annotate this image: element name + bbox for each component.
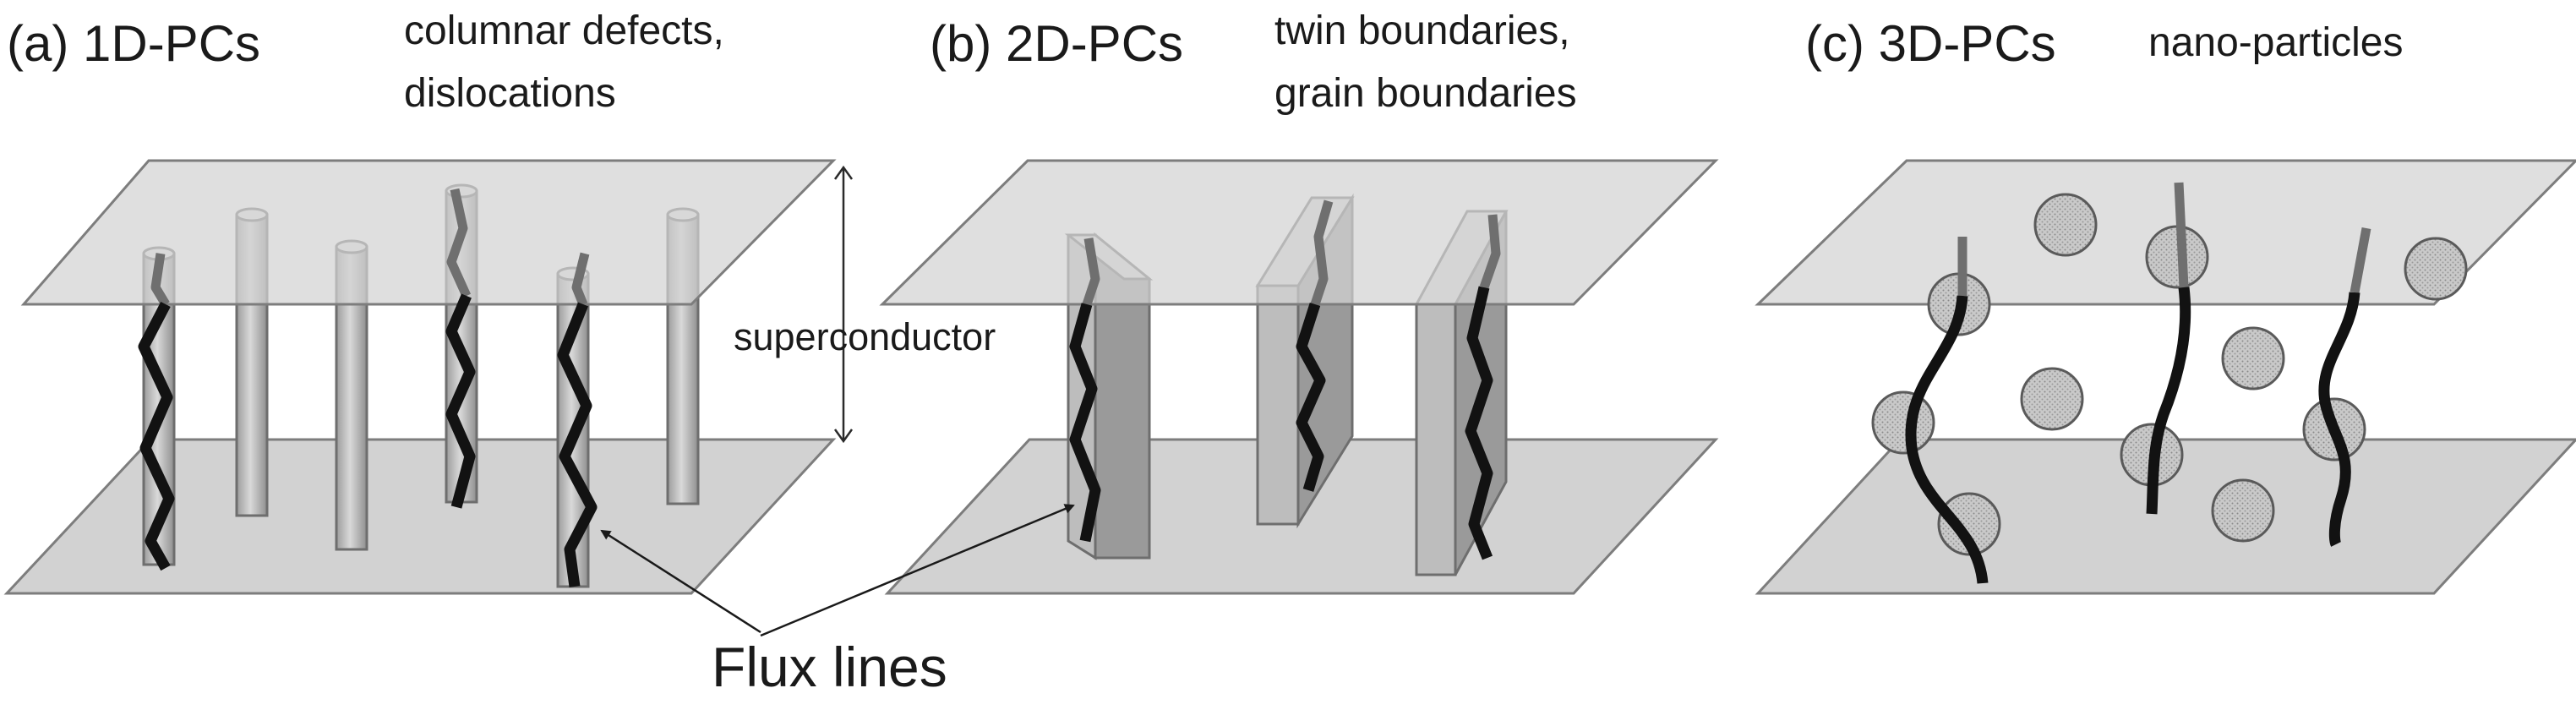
panel-b-desc-line2: grain boundaries bbox=[1274, 71, 1577, 116]
panel-a-flux-line-1-upper bbox=[150, 253, 170, 307]
panel-a-flux-line-1 bbox=[138, 302, 175, 571]
flux-lines-pointer-a bbox=[600, 529, 761, 634]
panel-a-flux-line-3 bbox=[557, 302, 598, 587]
panel-c-flux-line-3-upper bbox=[2350, 227, 2371, 293]
panel-a-bottom-plane bbox=[3, 438, 837, 595]
panel-c-nanoparticle-12 bbox=[1937, 492, 2001, 556]
panel-a-desc-line2: dislocations bbox=[404, 71, 616, 116]
panel-c-diagram bbox=[1755, 159, 2576, 595]
superconductor-thickness-marker: superconductor bbox=[734, 165, 996, 444]
panel-c-flux-line-1 bbox=[1905, 295, 1989, 584]
flux-lines-pointer-b bbox=[760, 504, 1075, 637]
panel-b-flux-line-3 bbox=[1465, 286, 1493, 560]
panel-a-flux-line-3-upper bbox=[571, 252, 590, 307]
panel-c-flux-line-2-upper bbox=[2174, 182, 2189, 288]
panel-c-desc-line1: nano-particles bbox=[2148, 20, 2404, 65]
panel-b-top-plane bbox=[879, 159, 1719, 306]
panel-a-flux-line-2 bbox=[445, 293, 476, 509]
flux-lines-callout: Flux lines bbox=[600, 504, 1075, 698]
panel-b-title: (b) 2D-PCs twin boundaries, grain bounda… bbox=[930, 8, 1577, 116]
panel-a-flux-line-2-upper bbox=[446, 188, 472, 298]
panel-b-flux-line-2 bbox=[1296, 303, 1326, 492]
panel-a-title: (a) 1D-PCs columnar defects, dislocation… bbox=[7, 8, 724, 116]
panel-c-nanoparticle-6 bbox=[1871, 390, 1935, 455]
panel-c-nanoparticle-8 bbox=[2221, 326, 2285, 390]
panel-b-flux-line-3-upper bbox=[1479, 214, 1501, 289]
panel-c-nanoparticle-1 bbox=[2033, 193, 2098, 257]
panel-b-flux-line-1 bbox=[1069, 303, 1101, 543]
panel-a-desc-line1: columnar defects, bbox=[404, 8, 724, 53]
panel-b-flux-line-1-upper bbox=[1082, 238, 1100, 306]
panel-c-nanoparticle-7 bbox=[2020, 367, 2084, 431]
panel-b-desc-line1: twin boundaries, bbox=[1274, 8, 1570, 53]
panel-b-tag: (b) 2D-PCs bbox=[930, 15, 1183, 72]
panel-c-nanoparticle-11 bbox=[2211, 478, 2275, 543]
panel-a-tag: (a) 1D-PCs bbox=[7, 15, 260, 72]
panel-c-nanoparticle-3 bbox=[2404, 237, 2468, 301]
flux-lines-label: Flux lines bbox=[712, 636, 947, 698]
panel-c-flux-line-2 bbox=[2146, 287, 2191, 515]
panel-b-diagram bbox=[879, 159, 1719, 595]
panel-c-tag: (c) 3D-PCs bbox=[1805, 15, 2056, 72]
panel-c-flux-line-3 bbox=[2318, 292, 2360, 547]
superconductor-label: superconductor bbox=[734, 315, 996, 358]
panel-c-title: (c) 3D-PCs nano-particles bbox=[1805, 15, 2404, 72]
panel-b-flux-line-2-upper bbox=[1310, 199, 1334, 306]
panel-a-diagram bbox=[3, 159, 837, 595]
panel-a-top-plane bbox=[20, 159, 837, 306]
